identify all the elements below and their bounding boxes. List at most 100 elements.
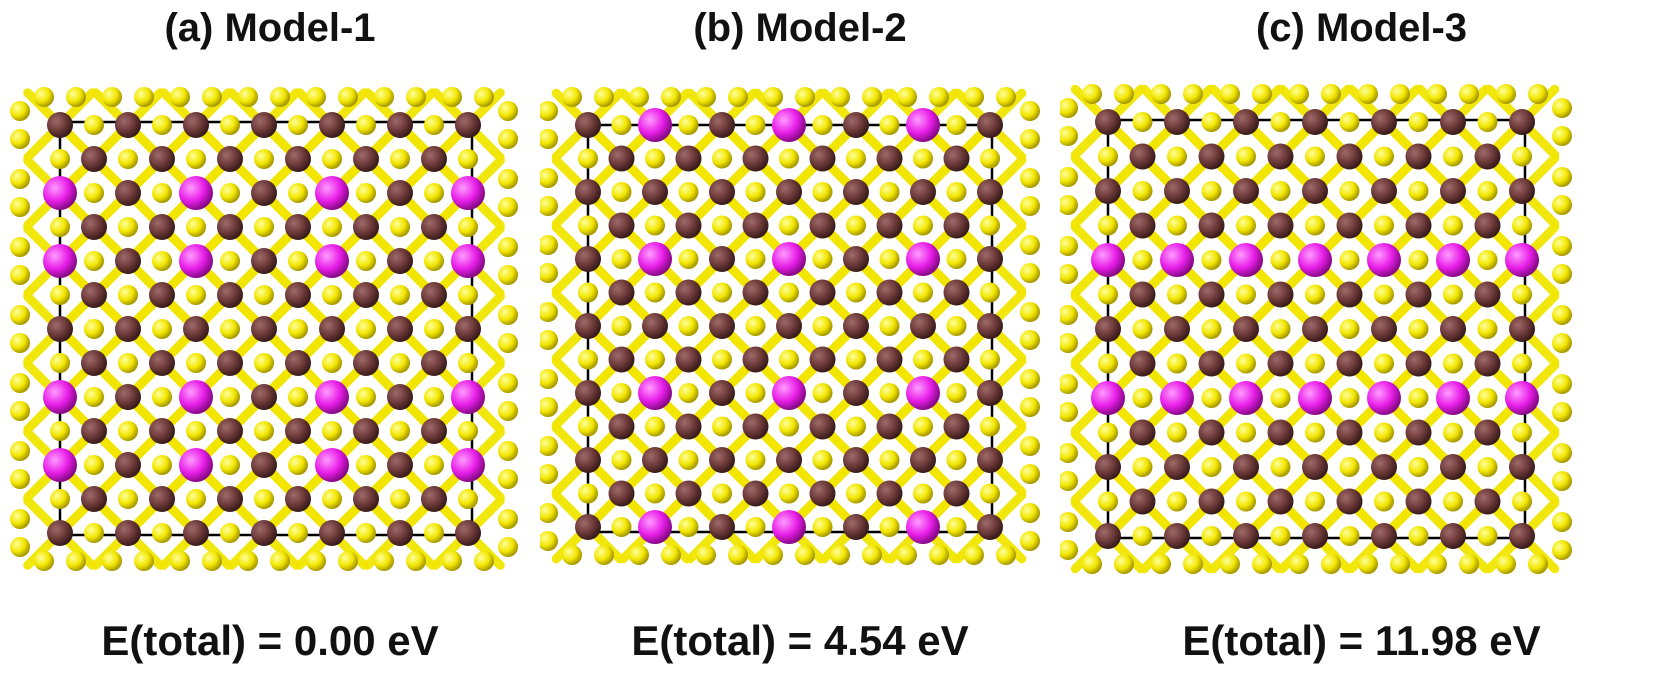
sulfur-atom [1512,215,1532,236]
sulfur-atom [170,551,190,571]
sulfur-atom [1443,422,1463,443]
sulfur-atom [356,115,376,135]
metal-atom [1440,523,1466,549]
sulfur-atom [170,87,190,107]
metal-atom [455,316,481,342]
sulfur-atom [1408,388,1429,408]
sulfur-atom [406,551,426,571]
metal-atom [149,350,175,376]
sulfur-atom [10,305,30,325]
sulfur-atom [356,455,376,475]
sulfur-atom [1114,554,1134,574]
sulfur-atom [152,115,172,135]
sulfur-atom [458,353,478,373]
sulfur-atom [1132,250,1153,270]
metal-atom [1474,419,1501,446]
sulfur-atom [1201,112,1222,132]
metal-atom [1198,350,1225,377]
sulfur-atom [1390,554,1410,574]
dopant-atom [451,380,485,414]
sulfur-atom [238,551,258,571]
sulfur-atom [879,450,900,470]
sulfur-atom [1339,457,1360,477]
metal-atom [809,480,836,507]
metal-atom [285,146,311,172]
sulfur-atom [1270,457,1291,477]
sulfur-atom [270,87,290,107]
sulfur-atom [10,537,30,557]
dopant-atom [772,510,806,544]
sulfur-atom [1408,457,1429,477]
metal-atom [1405,143,1432,170]
sulfur-atom [1201,319,1222,339]
sulfur-atom [1305,491,1325,512]
metal-atom [1474,488,1501,515]
sulfur-atom [390,489,410,509]
metal-atom [1198,143,1225,170]
sulfur-atom [1098,353,1118,374]
sulfur-atom [897,545,917,565]
sulfur-atom [84,183,104,203]
sulfur-atom [1339,181,1360,201]
sulfur-atom [1443,215,1463,236]
sulfur-atom [678,115,699,135]
sulfur-atom [458,217,478,237]
sulfur-atom [1552,264,1572,284]
metal-atom [1302,523,1328,549]
sulfur-atom [288,251,308,271]
metal-atom [608,413,635,440]
metal-atom [575,313,601,339]
sulfur-atom [1060,471,1078,491]
metal-atom [1509,523,1535,549]
dopant-atom [772,108,806,142]
metal-atom [183,316,209,342]
dopant-atom [43,380,77,414]
metal-atom [1164,178,1190,204]
sulfur-atom [645,416,665,437]
metal-atom [251,180,277,206]
dopant-atom [179,380,213,414]
metal-atom [387,316,413,342]
metal-atom [575,246,601,272]
dopant-atom [1367,243,1401,277]
sulfur-atom [964,545,984,565]
metal-atom [977,179,1003,205]
metal-atom [943,279,970,306]
metal-atom [387,520,413,546]
metal-atom [1095,523,1121,549]
sulfur-atom [1020,464,1040,484]
sulfur-atom [220,251,240,271]
sulfur-atom [1167,284,1187,305]
sulfur-atom [879,249,900,269]
metal-atom [251,248,277,274]
metal-atom [876,480,903,507]
sulfur-atom [980,215,1000,236]
sulfur-atom [1270,388,1291,408]
metal-atom [47,112,73,138]
sulfur-atom [186,489,206,509]
metal-atom [575,447,601,473]
dopant-atom [315,176,349,210]
sulfur-atom [1339,112,1360,132]
metal-atom [1336,212,1363,239]
sulfur-atom [897,87,917,107]
metal-atom [776,447,802,473]
metal-atom [608,480,635,507]
sulfur-atom [946,383,967,403]
sulfur-atom [1060,98,1078,118]
metal-atom [709,313,735,339]
sulfur-atom [498,197,518,217]
sulfur-atom [152,387,172,407]
sulfur-atom [578,349,598,370]
metal-atom [1371,316,1397,342]
sulfur-atom [779,148,799,169]
sulfur-atom [1060,540,1078,560]
sulfur-atom [458,421,478,441]
sulfur-atom [374,551,394,571]
dopant-atom [906,510,940,544]
metal-atom [353,282,379,308]
sulfur-atom [996,545,1016,565]
sulfur-atom [288,183,308,203]
sulfur-atom [611,316,632,336]
sulfur-atom [220,319,240,339]
